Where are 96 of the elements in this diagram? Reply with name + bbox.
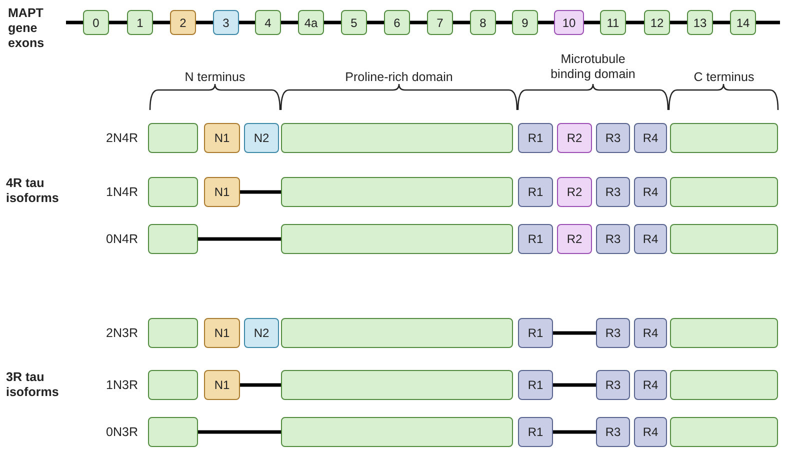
connector-line [553, 430, 596, 434]
exon-box: 14 [730, 10, 756, 35]
domain-box: R3 [596, 123, 630, 153]
domain-box: R3 [596, 177, 630, 207]
connector-line [198, 237, 281, 241]
exon-box: 9 [512, 10, 538, 35]
domain-box [281, 370, 513, 400]
domain-box [281, 177, 513, 207]
isoform-label: 2N3R [105, 326, 138, 341]
domain-box [670, 224, 778, 254]
domain-box: R1 [518, 123, 553, 153]
domain-box [670, 318, 778, 348]
exon-box: 12 [644, 10, 670, 35]
connector-line [109, 20, 127, 24]
domain-box [670, 370, 778, 400]
domain-label: N terminus [184, 70, 246, 85]
domain-box: R1 [518, 370, 553, 400]
domain-box: N2 [244, 123, 279, 153]
exon-box: 0 [83, 10, 109, 35]
domain-box: N2 [244, 318, 279, 348]
connector-line [198, 430, 281, 434]
isoform-label: 1N4R [105, 185, 138, 200]
domain-label: Microtubule binding domain [550, 52, 636, 82]
exon-box: 4 [255, 10, 281, 35]
domain-box: R1 [518, 177, 553, 207]
domain-box: N1 [204, 177, 240, 207]
domain-box: R3 [596, 224, 630, 254]
domain-box [148, 417, 198, 447]
connector-line [410, 20, 427, 24]
exon-box: 7 [427, 10, 453, 35]
connector-line [240, 383, 281, 387]
domain-box [281, 123, 513, 153]
domain-box: R4 [634, 224, 667, 254]
domain-box [281, 318, 513, 348]
connector-line [496, 20, 512, 24]
domain-box: R2 [557, 123, 592, 153]
connector-line [281, 20, 298, 24]
connector-line [453, 20, 470, 24]
connector-line [626, 20, 644, 24]
connector-line [153, 20, 170, 24]
connector-line [584, 20, 600, 24]
domain-box [148, 370, 198, 400]
connector-line [713, 20, 730, 24]
domain-box [281, 417, 513, 447]
connector-line [367, 20, 384, 24]
domain-label: Proline-rich domain [344, 70, 454, 85]
exon-box: 2 [170, 10, 196, 35]
domain-label: C terminus [692, 70, 756, 85]
domain-box: R4 [634, 370, 667, 400]
connector-line [324, 20, 341, 24]
domain-box: R1 [518, 318, 553, 348]
domain-box [670, 417, 778, 447]
domain-box: R3 [596, 417, 630, 447]
domain-box: R3 [596, 370, 630, 400]
row-heading: 3R tau isoforms [6, 370, 60, 400]
exon-box: 3 [213, 10, 239, 35]
domain-box: R2 [557, 177, 592, 207]
connector-line [196, 20, 213, 24]
domain-box [148, 224, 198, 254]
exon-box: 4a [298, 10, 324, 35]
exon-box: 11 [600, 10, 626, 35]
connector-line [240, 190, 281, 194]
isoform-label: 2N4R [105, 131, 138, 146]
exon-box: 6 [384, 10, 410, 35]
connector-line [538, 20, 554, 24]
domain-box [148, 318, 198, 348]
domain-box [670, 177, 778, 207]
exon-box: 1 [127, 10, 153, 35]
domain-box [281, 224, 513, 254]
domain-box: R1 [518, 417, 553, 447]
domain-box: N1 [204, 123, 240, 153]
connector-line [553, 383, 596, 387]
domain-box: R3 [596, 318, 630, 348]
exon-box: 10 [554, 10, 584, 35]
domain-box: R4 [634, 123, 667, 153]
domain-box: R4 [634, 417, 667, 447]
domain-box: R1 [518, 224, 553, 254]
connector-line [239, 20, 255, 24]
domain-box [148, 177, 198, 207]
row-heading: MAPT gene exons [8, 6, 46, 51]
connector-line [553, 331, 596, 335]
exon-box: 5 [341, 10, 367, 35]
domain-box [148, 123, 198, 153]
domain-box [670, 123, 778, 153]
domain-box: R2 [557, 224, 592, 254]
isoform-label: 1N3R [105, 378, 138, 393]
exon-box: 13 [687, 10, 713, 35]
domain-box: R4 [634, 177, 667, 207]
domain-box: R4 [634, 318, 667, 348]
exon-box: 8 [470, 10, 496, 35]
row-heading: 4R tau isoforms [6, 176, 60, 206]
isoform-label: 0N3R [105, 425, 138, 440]
isoform-label: 0N4R [105, 232, 138, 247]
domain-box: N1 [204, 318, 240, 348]
connector-line [670, 20, 687, 24]
domain-box: N1 [204, 370, 240, 400]
